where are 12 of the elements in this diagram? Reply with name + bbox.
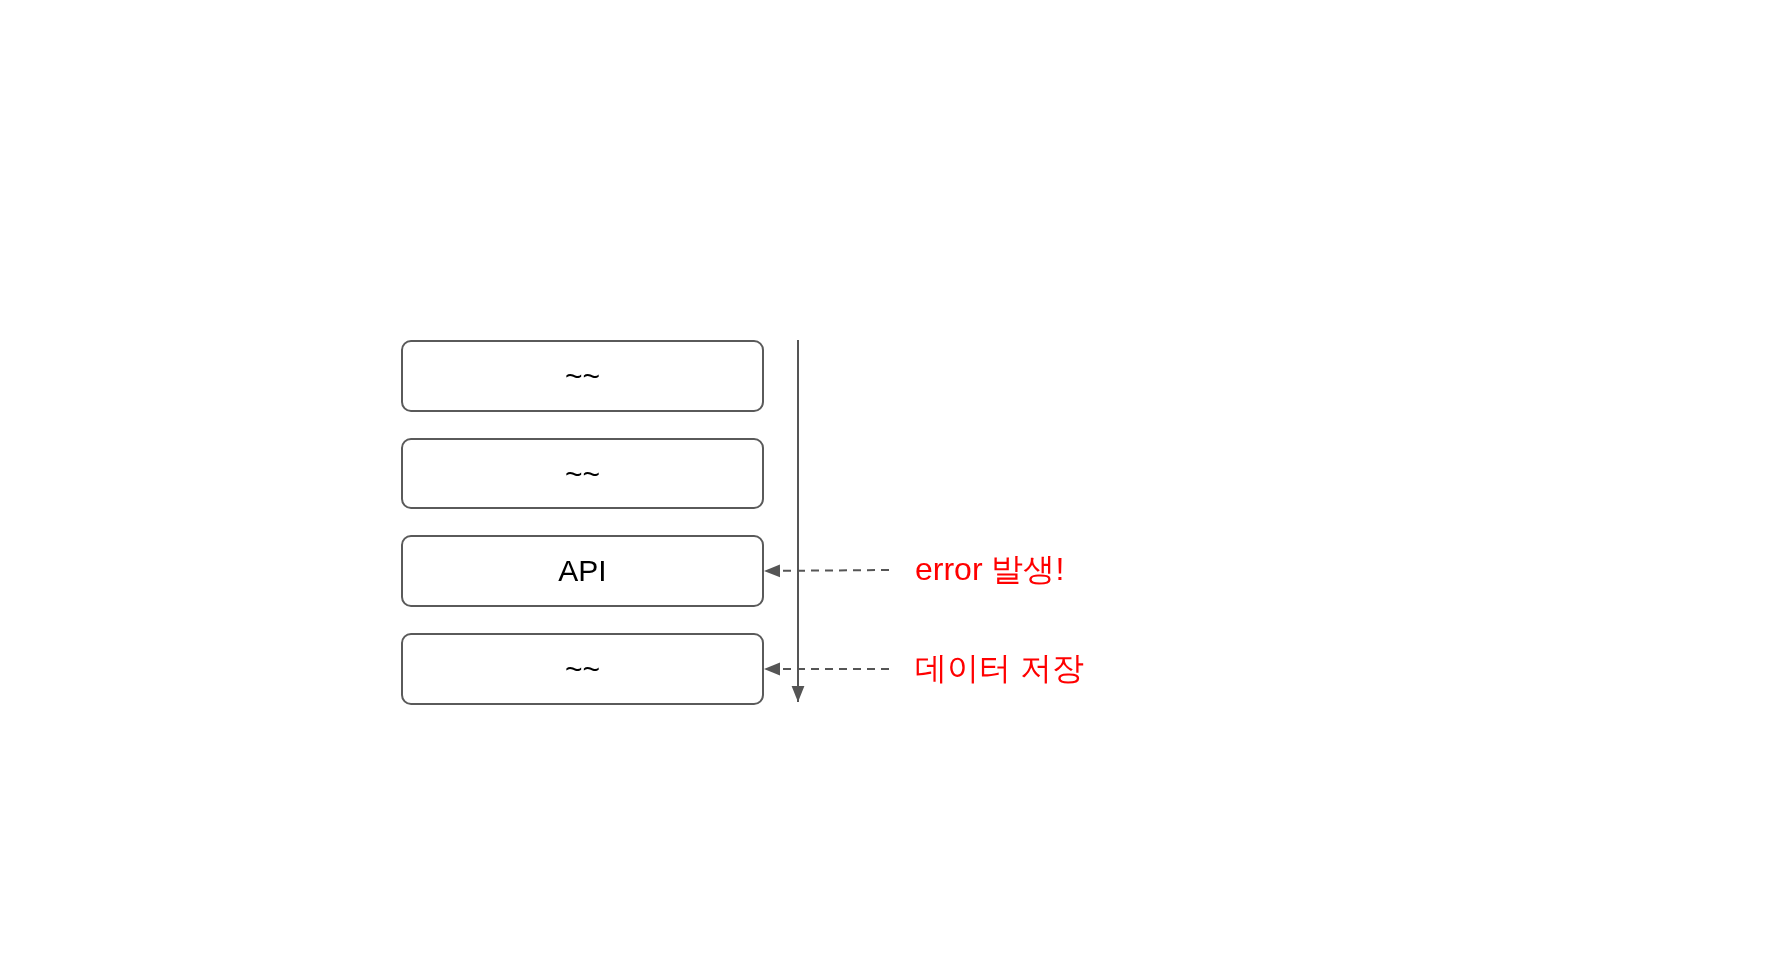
process-box	[401, 340, 764, 412]
box-label: API	[558, 554, 607, 588]
dashed-arrow	[763, 564, 890, 578]
annotation-text: error 발생!	[915, 550, 1065, 589]
process-box	[401, 535, 764, 607]
annotation-text: 데이터 저장	[915, 649, 1084, 688]
process-box	[401, 633, 764, 705]
process-box	[401, 438, 764, 509]
box-label: ~~	[564, 652, 600, 686]
box-label: ~~	[564, 456, 600, 491]
dashed-arrow	[763, 662, 890, 676]
box-label: ~~	[564, 359, 600, 393]
